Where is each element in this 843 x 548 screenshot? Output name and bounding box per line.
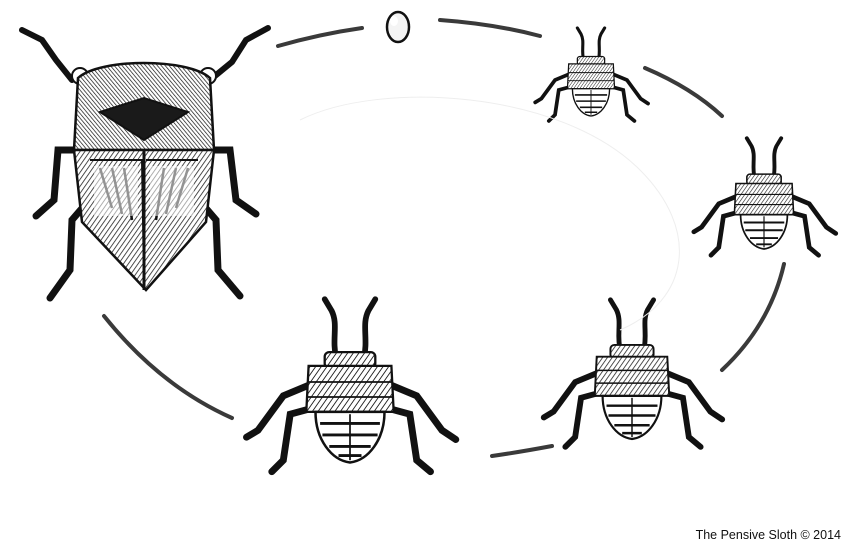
nymph-stage-4 [247,299,456,472]
cycle-guide [300,97,679,330]
arc-nymph-3-to-nymph-4 [492,446,552,456]
egg-stage [387,12,409,42]
arc-adult-to-egg [278,28,362,46]
nymph-stage-3 [544,300,722,447]
copyright-credit: The Pensive Sloth © 2014 [696,528,841,542]
nymph-stage-1 [535,28,648,121]
arc-nymph-1-to-nymph-2 [645,68,722,116]
adult-stage [22,28,268,298]
arc-nymph-4-to-adult [104,316,232,418]
nymph-stage-2 [694,138,836,255]
arc-egg-to-nymph-1 [440,20,540,36]
arc-nymph-2-to-nymph-3 [722,264,784,370]
